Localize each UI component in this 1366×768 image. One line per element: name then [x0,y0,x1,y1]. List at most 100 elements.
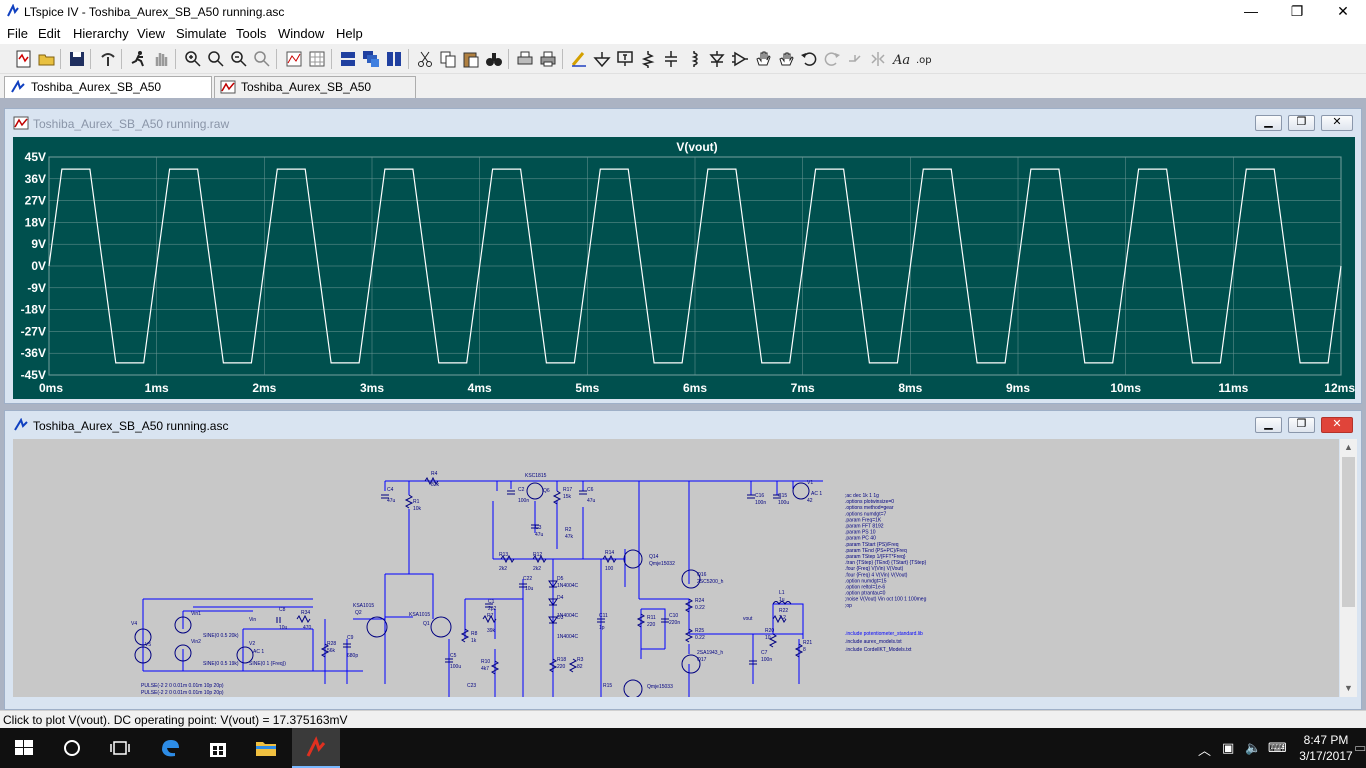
component-label-r17[interactable]: R17 [563,487,572,493]
component-label-c4v[interactable]: 47u [387,498,396,504]
new-schematic-icon[interactable] [14,49,34,69]
scroll-down-icon[interactable]: ▼ [1344,683,1353,693]
component-label-r11[interactable]: R11 [647,615,656,621]
zoom-fit-icon[interactable] [252,49,272,69]
component-label-q16[interactable]: Q16 [697,572,707,578]
component-label-c4[interactable]: C4 [387,487,394,493]
component-label-q16v[interactable]: 2SC5200_h [697,579,724,585]
diode-icon[interactable] [707,49,727,69]
schematic-drawing[interactable]: R482kKSC1815C447uR110kC2100nQ6R1715kC647… [13,439,1339,697]
spice-directive-line[interactable]: ;ac dec 1k 1 1g [845,493,879,499]
component-label-vin2s[interactable]: SINE(0 0.5 19k) [203,661,239,667]
halt-icon[interactable] [151,49,171,69]
menu-hierarchy[interactable]: Hierarchy [73,26,129,41]
component-label-ksa1015b[interactable]: KSA1015 [409,612,430,618]
pan-icon[interactable] [206,49,226,69]
ltspice-taskbar-button[interactable] [292,728,340,768]
menu-view[interactable]: View [137,26,165,41]
component-label-c6[interactable]: C6 [587,487,594,493]
component-label-q14[interactable]: Q14 [649,554,659,560]
component-label-c15[interactable]: C15 [778,493,787,499]
include-directive-line[interactable]: .include aurex_models.txt [845,639,902,645]
component-label-c7[interactable]: C7 [761,650,768,656]
find-icon[interactable] [484,49,504,69]
component-label-v1ac[interactable]: AC 1 [811,491,822,497]
component-label-pulse1[interactable]: PULSE(-2 2 0 0.01m 0.01m 10p 20p) [141,683,224,689]
component-label-r14v[interactable]: 100 [605,566,614,572]
scroll-thumb[interactable] [1342,457,1355,607]
waveform-window-titlebar[interactable]: Toshiba_Aurex_SB_A50 running.raw ▁ ❐ ✕ [5,109,1361,135]
component-label-ksa1015a[interactable]: KSA1015 [353,603,374,609]
component-label-r1v[interactable]: 10k [413,506,422,512]
menu-help[interactable]: Help [336,26,363,41]
scroll-up-icon[interactable]: ▲ [1344,442,1353,452]
component-label-c6v[interactable]: 47u [587,498,596,504]
waveform-minimize-button[interactable]: ▁ [1255,115,1282,131]
component-label-r10v[interactable]: 4k7 [481,666,489,672]
open-folder-icon[interactable] [37,49,57,69]
component-label-c8v[interactable]: 10u [279,625,288,631]
mirror-icon[interactable] [868,49,888,69]
component-label-r28v[interactable]: 56k [327,648,336,654]
autorange-icon[interactable] [284,49,304,69]
close-button[interactable]: ✕ [1337,3,1349,19]
zoom-in-icon[interactable] [183,49,203,69]
spice-directive-icon[interactable]: .op [914,49,934,69]
component-icon[interactable] [730,49,750,69]
component-label-c9[interactable]: C9 [347,635,354,641]
component-label-v1[interactable]: V1 [807,480,813,486]
component-label-r21[interactable]: R21 [803,640,812,646]
spice-directive-line[interactable]: .param TEnd {PS+PC}/Freq [845,548,907,554]
component-label-r34v[interactable]: 470 [303,625,312,631]
component-label-r21v[interactable]: 8 [803,647,806,653]
include-directives[interactable]: .include potentiometer_standard.lib.incl… [845,631,923,653]
component-label-vin1s[interactable]: SINE(0 0.5 20k) [203,633,239,639]
tile-vertical-icon[interactable] [384,49,404,69]
component-label-vin2[interactable]: Vin2 [191,639,201,645]
spice-directive-line[interactable]: .four {Freq} 4 V(Vin) V(Vout) [845,572,908,578]
component-label-r14[interactable]: R14 [605,550,614,556]
component-label-c22[interactable]: C22 [523,576,532,582]
system-clock[interactable]: 8:47 PM 3/17/2017 [1298,732,1354,764]
menu-simulate[interactable]: Simulate [176,26,227,41]
spice-directives[interactable]: ;ac dec 1k 1 1g.options plotwinsize=0.op… [845,493,927,609]
move-hand-icon[interactable] [753,49,773,69]
menu-window[interactable]: Window [278,26,325,41]
component-label-r4[interactable]: R4 [431,471,438,477]
component-label-r34[interactable]: R34 [301,610,310,616]
component-label-d5[interactable]: D5 [557,576,564,582]
component-label-q17[interactable]: Q17 [697,657,707,663]
spice-directive-line[interactable]: .option reltol=1e-6 [845,585,885,591]
spice-directive-line[interactable]: .four {Freq} V(Vin) V(Vout) [845,566,904,572]
component-label-r20[interactable]: R20 [765,628,774,634]
show-hidden-icons-icon[interactable]: ︿ [1198,743,1212,758]
schematic-restore-button[interactable]: ❐ [1288,417,1315,433]
spice-directive-line[interactable]: .param FFT 8192 [845,524,884,530]
paste-icon[interactable] [461,49,481,69]
include-directive-line[interactable]: .include CordellKT_Models.txt [845,647,912,653]
grid-icon[interactable] [307,49,327,69]
spice-directive-line[interactable]: .param Freq=1K [845,517,882,523]
component-label-r22[interactable]: R22 [779,608,788,614]
component-label-r15[interactable]: R15 [603,683,612,689]
store-button[interactable] [194,728,242,768]
component-label-v5[interactable]: V5 [145,642,151,648]
component-label-q14v[interactable]: Qmje15032 [649,561,675,567]
input-method-icon[interactable]: ⌨ [1268,740,1287,755]
menu-file[interactable]: File [7,26,28,41]
component-label-r10[interactable]: R10 [481,659,490,665]
volume-icon[interactable]: 🔈 [1245,740,1262,755]
component-label-r25v[interactable]: 0.22 [695,635,705,641]
task-view-button[interactable] [96,728,144,768]
component-label-r8[interactable]: R8 [471,631,478,637]
start-button[interactable] [0,728,48,768]
search-button[interactable] [48,728,96,768]
file-explorer-button[interactable] [242,728,290,768]
text-icon[interactable]: Aa [891,49,911,69]
component-label-c9v[interactable]: 680p [347,653,358,659]
component-label-r18v[interactable]: 220 [557,664,566,670]
component-label-r2[interactable]: R2 [565,527,572,533]
component-label-c10[interactable]: C10 [669,613,678,619]
component-label-c16v[interactable]: 100n [755,500,766,506]
cascade-icon[interactable] [361,49,381,69]
